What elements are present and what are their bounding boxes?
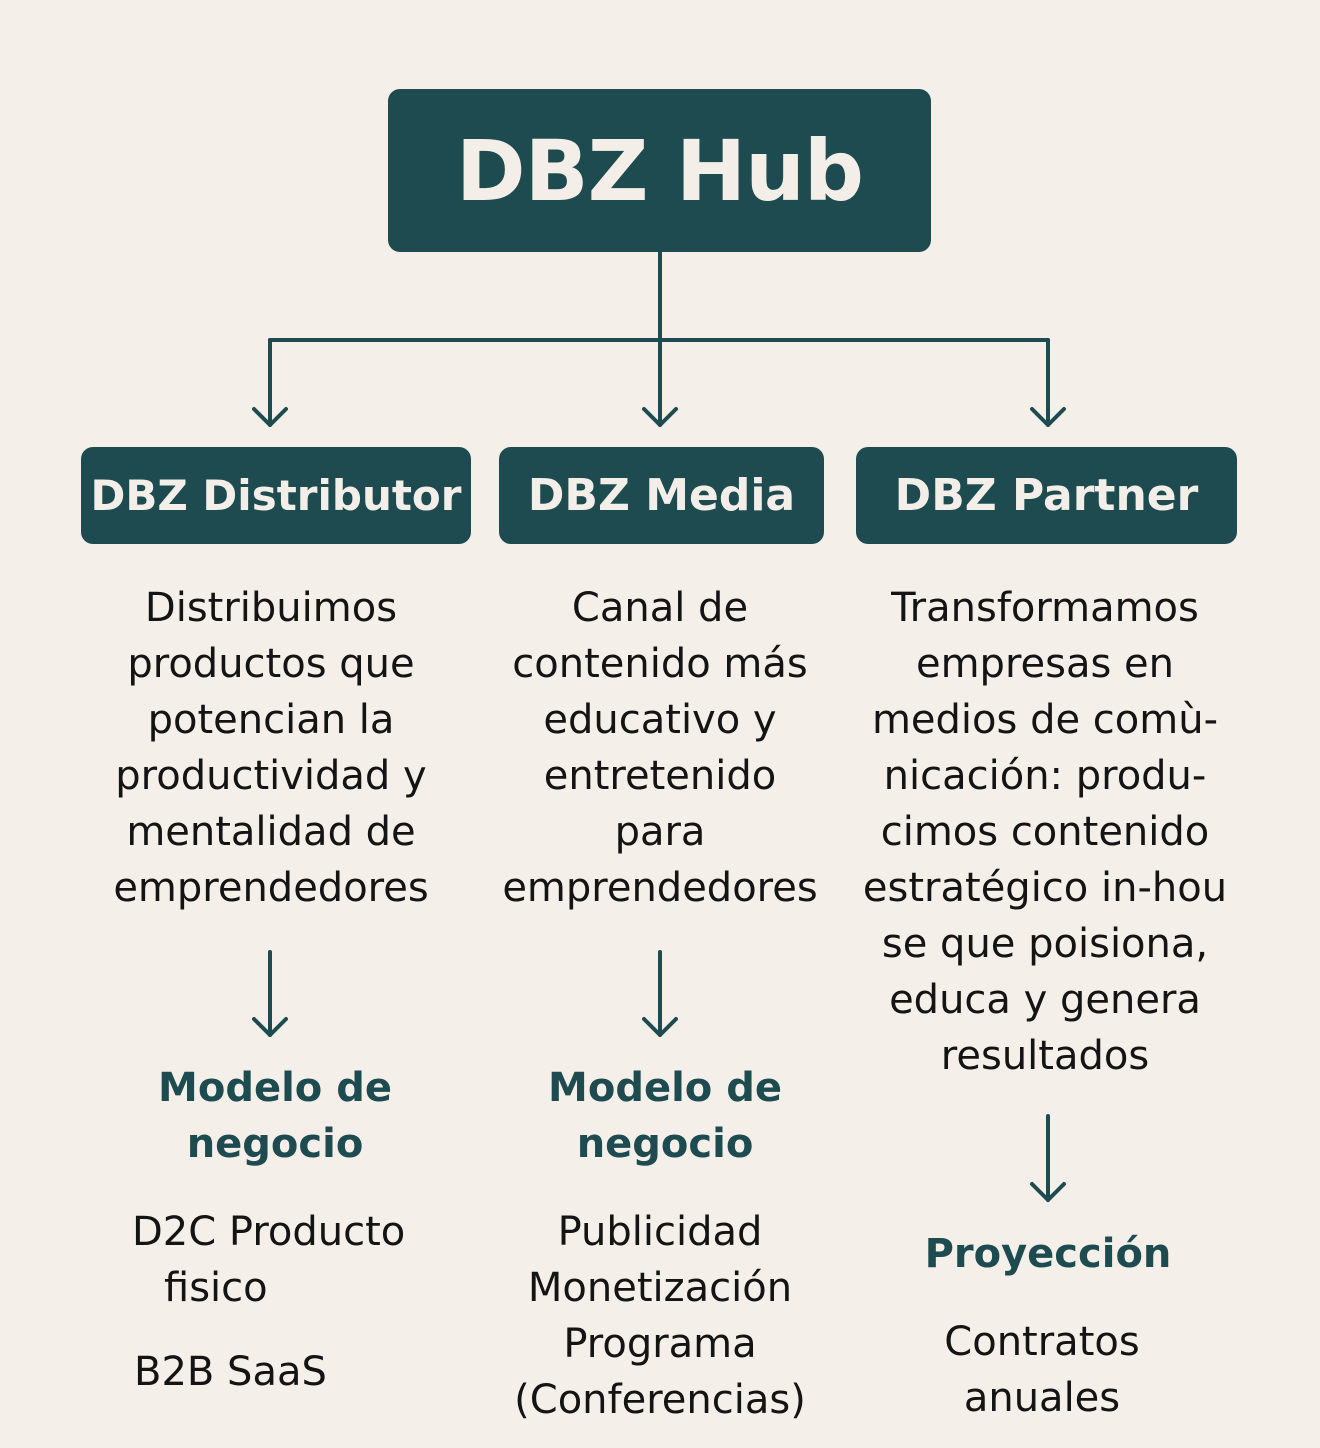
description-line: nicación: produ- [883, 753, 1207, 799]
distributor-title: DBZ Distributor [90, 471, 462, 520]
hub-box: DBZ Hub [388, 89, 931, 252]
description-line: educativo y [543, 697, 777, 743]
arrow-distributor-down-head [252, 1017, 288, 1037]
partner-box: DBZ Partner [856, 447, 1237, 544]
description-line: productos que [127, 641, 415, 687]
partner-section-heading: Proyección [890, 1226, 1206, 1282]
item-line: (Conferencias) [514, 1377, 806, 1423]
description-line: entretenido [543, 753, 777, 799]
description-line: Distribuimos [144, 585, 398, 631]
arrow-media-down-head [642, 1017, 678, 1037]
item-line: Publicidad [557, 1209, 763, 1255]
item-line: Monetización [527, 1265, 793, 1311]
description-line: empresas en [915, 641, 1174, 687]
heading-line: negocio [576, 1121, 754, 1167]
heading-line: Modelo de [158, 1065, 392, 1111]
description-line: potencian la [147, 697, 395, 743]
distributor-item-b2b: B2B SaaS [134, 1344, 327, 1400]
distributor-section-heading: Modelo de negocio [120, 1060, 430, 1172]
media-title: DBZ Media [527, 470, 796, 521]
item-line: fisico [164, 1265, 268, 1311]
item-line: D2C Producto [132, 1209, 406, 1255]
distributor-box: DBZ Distributor [81, 447, 471, 544]
description-line: emprendedores [113, 865, 429, 911]
description-line: educa y genera [889, 977, 1201, 1023]
item-line: anuales [963, 1375, 1121, 1421]
item-line: Programa [563, 1321, 757, 1367]
distributor-description: Distribuimos productos que potencian la … [76, 580, 466, 916]
media-section-heading: Modelo de negocio [510, 1060, 820, 1172]
arrow-partner-down-head [1030, 1182, 1066, 1202]
arrow-media-head [642, 407, 678, 427]
item-line: Contratos [944, 1319, 1140, 1365]
partner-title: DBZ Partner [894, 470, 1199, 521]
item-line: B2B SaaS [134, 1349, 327, 1395]
arrow-distributor-head [252, 407, 288, 427]
description-line: productividad y [115, 753, 427, 799]
description-line: estratégico in-hou [862, 865, 1228, 911]
description-line: cimos contenido [880, 809, 1210, 855]
media-box: DBZ Media [499, 447, 824, 544]
partner-items: Contratos anuales [884, 1314, 1200, 1426]
heading-line: Proyección [924, 1231, 1172, 1277]
description-line: para [614, 809, 706, 855]
description-line: mentalidad de [126, 809, 416, 855]
heading-line: Modelo de [548, 1065, 782, 1111]
heading-line: negocio [186, 1121, 364, 1167]
description-line: emprendedores [502, 865, 818, 911]
description-line: Transformamos [891, 585, 1199, 631]
description-line: resultados [940, 1033, 1150, 1079]
description-line: se que poisiona, [881, 921, 1209, 967]
distributor-item-d2c: D2C Producto fisico [132, 1204, 405, 1316]
description-line: Canal de [571, 585, 749, 631]
description-line: medios de comù- [871, 697, 1219, 743]
media-description: Canal de contenido más educativo y entre… [490, 580, 830, 916]
partner-description: Transformamos empresas en medios de comù… [848, 580, 1242, 1084]
hub-title: DBZ Hub [455, 121, 864, 220]
description-line: contenido más [512, 641, 808, 687]
arrow-partner-head [1030, 407, 1066, 427]
media-items: Publicidad Monetización Programa (Confer… [490, 1204, 830, 1428]
